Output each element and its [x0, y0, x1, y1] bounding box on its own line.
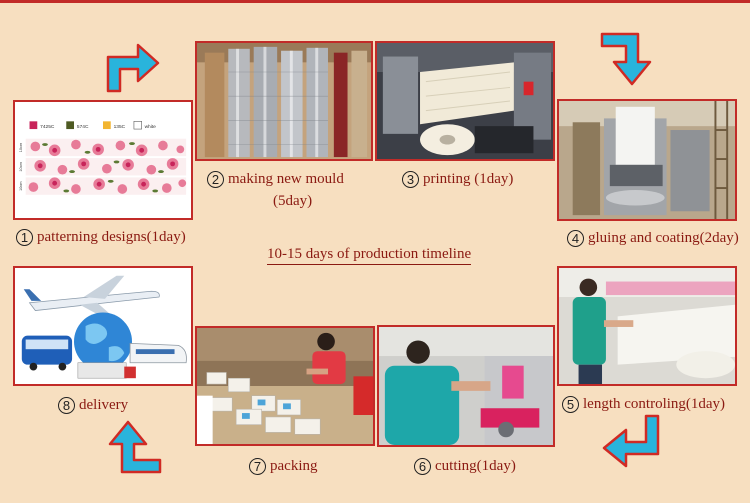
- arrow-down-left-icon: [602, 414, 660, 468]
- step-number: 2: [207, 171, 224, 188]
- step-text: patterning designs(1day): [37, 229, 186, 245]
- step-label-4: 4 gluing and coating(2day): [567, 230, 739, 247]
- step-label-1: 1 patterning designs(1day): [16, 229, 186, 246]
- truck-icon: [77, 362, 136, 379]
- pattern-design-graphic: 7425C 574C 135C white: [16, 102, 190, 218]
- dimension-label: 10cm: [19, 143, 23, 152]
- photo-delivery: [13, 266, 193, 386]
- cutting-machine-graphic: [379, 327, 553, 445]
- swatch-label: 7425C: [40, 124, 55, 130]
- step-number: 1: [16, 229, 33, 246]
- dimension-label: 10cm: [19, 181, 23, 190]
- step-label-2: 2 making new mould: [207, 171, 344, 188]
- step-number: 7: [249, 458, 266, 475]
- step-text: making new mould: [228, 171, 344, 187]
- step-label-6: 6 cutting(1day): [414, 458, 516, 475]
- dimension-label: 10cm: [19, 162, 23, 171]
- bus-icon: [21, 335, 73, 371]
- photo-length-controlling: [557, 266, 737, 386]
- step-2-duration: (5day): [273, 193, 313, 209]
- swatch-white: [133, 121, 142, 130]
- diagram-title: 10-15 days of production timeline: [267, 246, 472, 265]
- photo-packing: [195, 326, 375, 446]
- swatch-135c: [103, 121, 111, 130]
- delivery-graphic: [16, 268, 190, 384]
- step-label-5: 5 length controling(1day): [562, 396, 725, 413]
- floral-strips: [25, 138, 187, 195]
- mould-cylinders-graphic: [197, 43, 371, 159]
- length-control-graphic: [559, 268, 735, 384]
- worker-figure: [572, 278, 634, 384]
- globe-icon: [74, 312, 132, 371]
- photo-patterning-designs: 7425C 574C 135C white: [13, 100, 193, 220]
- step-text: length controling(1day): [583, 396, 726, 412]
- step-label-8: 8 delivery: [58, 397, 128, 414]
- step-label-7: 7 packing: [249, 458, 317, 475]
- step-text: cutting(1day): [435, 458, 516, 474]
- swatch-574c: [66, 121, 74, 130]
- worker-figure: [306, 332, 346, 385]
- step-text: gluing and coating(2day): [588, 230, 739, 246]
- swatch-7425c: [29, 121, 38, 130]
- step-number: 5: [562, 396, 579, 413]
- step-text: delivery: [79, 397, 129, 413]
- step-number: 6: [414, 458, 431, 475]
- packing-graphic: [197, 328, 373, 444]
- step-number: 8: [58, 397, 75, 414]
- printing-machine-graphic: [377, 43, 553, 159]
- worker-figure: [384, 340, 491, 445]
- coating-machine-graphic: [559, 101, 735, 219]
- arrow-up-right-icon: [106, 43, 160, 93]
- swatch-label: 135C: [114, 124, 126, 130]
- step-label-3: 3 printing (1day): [402, 171, 513, 188]
- step-text: printing (1day): [423, 171, 514, 187]
- top-accent-line: [0, 0, 750, 3]
- photo-making-mould: [195, 41, 373, 161]
- step-number: 4: [567, 230, 584, 247]
- step-text: packing: [270, 458, 318, 474]
- step-number: 3: [402, 171, 419, 188]
- arrow-left-up-icon: [108, 420, 162, 474]
- train-icon: [129, 342, 187, 364]
- swatch-label: 574C: [77, 124, 89, 130]
- swatch-label: white: [145, 124, 157, 130]
- photo-cutting: [377, 325, 555, 447]
- photo-printing: [375, 41, 555, 161]
- arrow-right-down-icon: [600, 32, 652, 86]
- photo-gluing-coating: [557, 99, 737, 221]
